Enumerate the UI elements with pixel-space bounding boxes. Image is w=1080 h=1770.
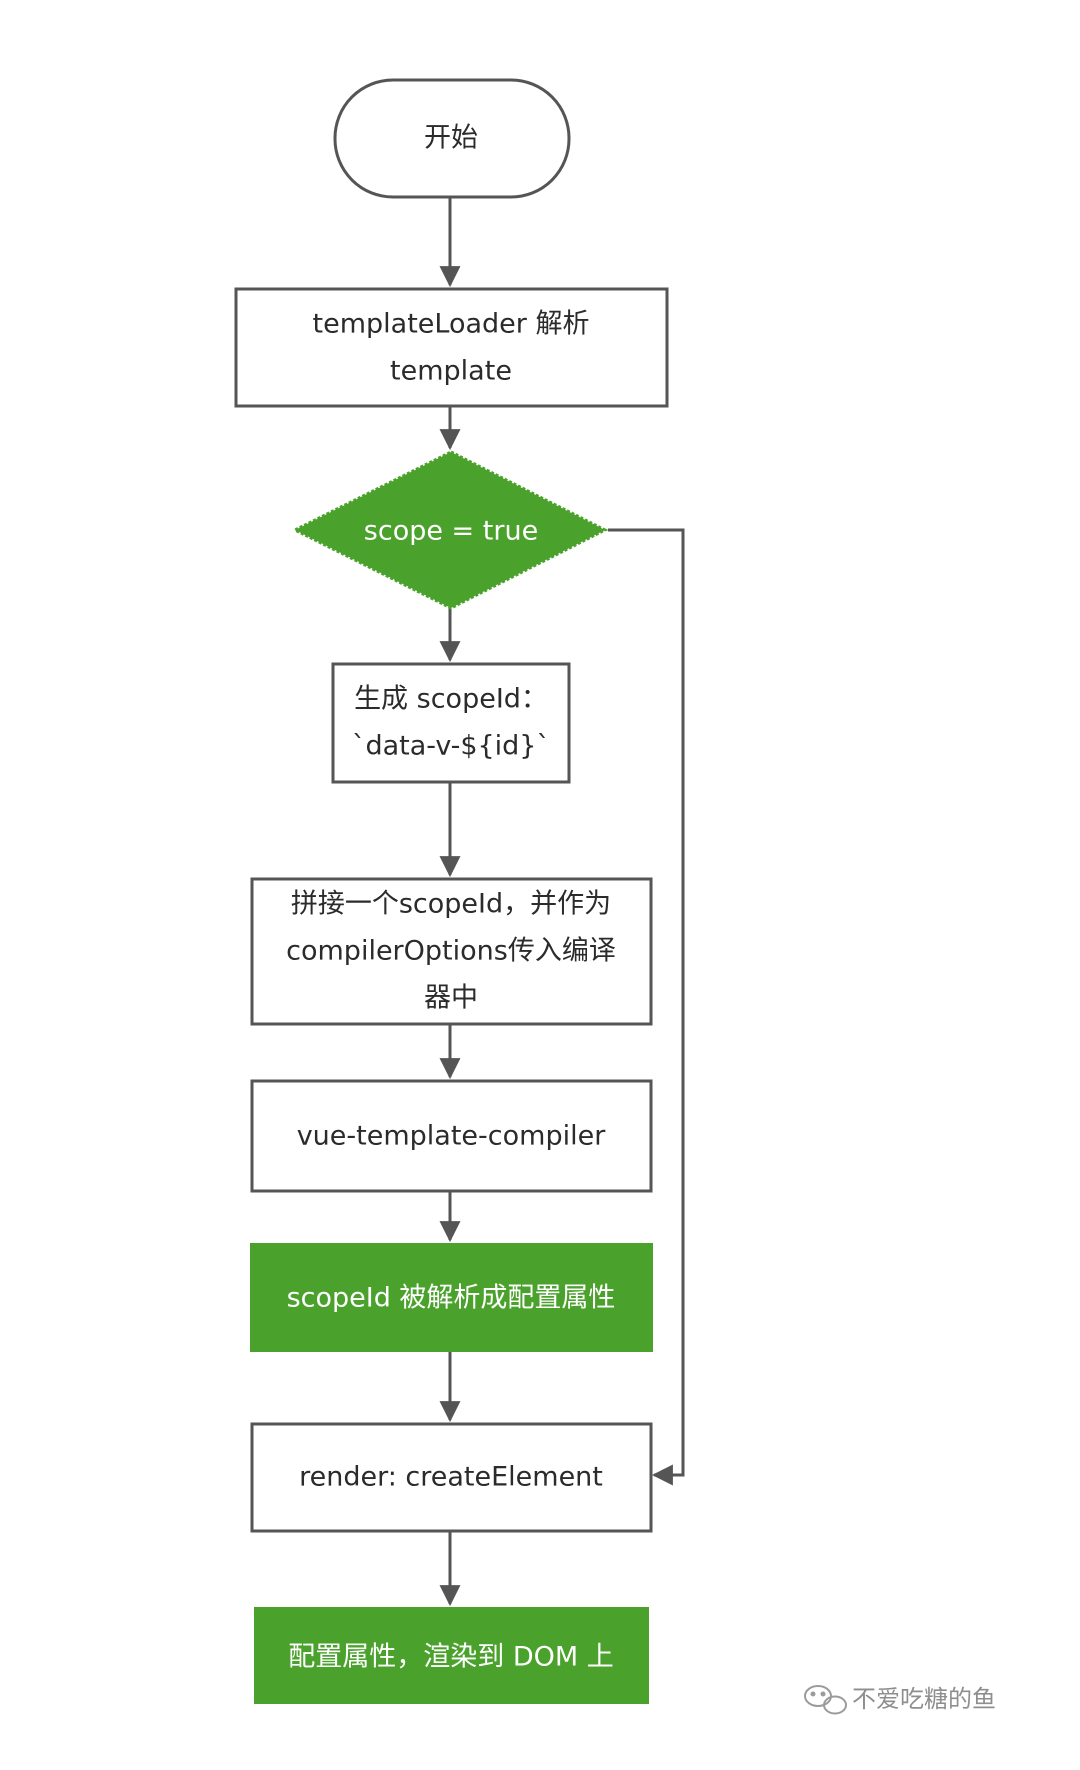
concat-scope-id-label-line2: compilerOptions传入编译: [286, 936, 616, 967]
concat-scope-id-node: 拼接一个scopeId，并作为 compilerOptions传入编译 器中: [250, 877, 653, 1026]
render-to-dom-node: 配置属性，渲染到 DOM 上: [254, 1607, 649, 1704]
generate-scope-id-node: 生成 scopeId： `data-v-${id}`: [331, 662, 571, 784]
template-loader-node: templateLoader 解析 template: [234, 287, 669, 408]
vue-template-compiler-node: vue-template-compiler: [250, 1079, 653, 1193]
arrow-scope-check-bypass: [608, 528, 685, 1486]
scope-id-parsed-node: scopeId 被解析成配置属性: [250, 1243, 653, 1352]
generate-scope-id-label-line2: `data-v-${id}`: [352, 731, 550, 762]
template-loader-label-line2: template: [390, 356, 512, 387]
scope-check-decision: scope = true: [291, 450, 609, 610]
generate-scope-id-label-line1: 生成 scopeId：: [354, 684, 548, 715]
scope-id-parsed-label: scopeId 被解析成配置属性: [287, 1283, 616, 1314]
concat-scope-id-label-line3: 器中: [424, 983, 478, 1014]
start-node: 开始: [333, 78, 571, 199]
watermark-text: 不爱吃糖的鱼: [852, 1685, 996, 1713]
concat-scope-id-label-line1: 拼接一个scopeId，并作为: [291, 889, 611, 920]
template-loader-label-line1: templateLoader 解析: [313, 309, 590, 340]
render-create-element-label: render: createElement: [299, 1462, 603, 1493]
scope-check-label: scope = true: [364, 516, 538, 547]
render-to-dom-label: 配置属性，渲染到 DOM 上: [288, 1642, 614, 1673]
connectors: [439, 197, 685, 1607]
start-node-label: 开始: [424, 123, 478, 154]
vue-template-compiler-label: vue-template-compiler: [297, 1121, 606, 1152]
render-create-element-node: render: createElement: [250, 1422, 653, 1533]
watermark: 不爱吃糖的鱼: [804, 1685, 996, 1715]
wechat-icon: [804, 1685, 847, 1715]
